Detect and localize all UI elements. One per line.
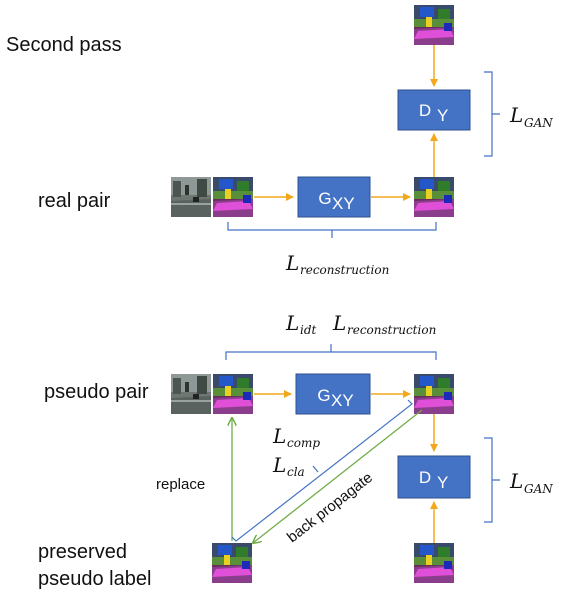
loss-cla: L cla bbox=[272, 453, 305, 479]
arrow-back-propagate bbox=[253, 409, 423, 543]
svg-text:L: L bbox=[272, 453, 286, 477]
pseudo-pair-photo-image bbox=[171, 374, 211, 414]
reconstruction-bracket-top bbox=[227, 222, 437, 238]
second-pass-label: Second pass bbox=[6, 34, 122, 56]
discriminator-box-bottom: D Y bbox=[397, 455, 471, 499]
comp-cla-bracket bbox=[231, 399, 413, 542]
real-pair-output-image bbox=[414, 177, 454, 217]
loss-comp: L comp bbox=[272, 424, 320, 450]
svg-text:L: L bbox=[509, 469, 523, 493]
pseudo-pair-label: pseudo pair bbox=[44, 381, 149, 403]
real-pair-label: real pair bbox=[38, 190, 111, 212]
idt-reconstruction-bracket bbox=[225, 344, 437, 360]
replace-label: replace bbox=[156, 476, 206, 493]
bottom-target-image bbox=[414, 543, 454, 583]
gan-bracket-bottom bbox=[484, 437, 500, 523]
comp-cla-bracket-tick bbox=[312, 465, 319, 473]
dy-bottom-label: D bbox=[419, 468, 431, 487]
svg-text:idt: idt bbox=[300, 323, 317, 337]
pseudo-pair-output-image bbox=[414, 374, 454, 414]
svg-text:L: L bbox=[272, 424, 286, 448]
pseudo-pair-seg-image bbox=[213, 374, 253, 414]
discriminator-box-top: D Y bbox=[397, 89, 471, 131]
svg-text:L: L bbox=[509, 103, 523, 127]
real-pair-photo-image bbox=[171, 177, 211, 217]
gxy-bottom-label: G bbox=[317, 386, 330, 405]
svg-text:GAN: GAN bbox=[524, 482, 553, 496]
loss-reconstruction-bottom: L reconstruction bbox=[332, 311, 436, 337]
gxy-top-sub: XY bbox=[332, 194, 355, 213]
generator-box-top: G XY bbox=[297, 176, 371, 218]
svg-text:reconstruction: reconstruction bbox=[347, 323, 436, 337]
loss-gan-bottom: L GAN bbox=[509, 469, 553, 496]
svg-text:GAN: GAN bbox=[524, 116, 553, 130]
generator-box-bottom: G XY bbox=[295, 373, 371, 415]
preserved-label-line1: preserved bbox=[38, 541, 127, 563]
svg-text:L: L bbox=[332, 311, 346, 335]
dy-bottom-sub: Y bbox=[437, 473, 448, 492]
svg-text:cla: cla bbox=[287, 465, 305, 479]
svg-text:L: L bbox=[285, 251, 299, 275]
gxy-bottom-sub: XY bbox=[331, 391, 354, 410]
svg-text:reconstruction: reconstruction bbox=[300, 263, 389, 277]
gan-bracket-top bbox=[484, 71, 500, 157]
second-pass-target-image bbox=[414, 5, 454, 45]
loss-idt: L idt bbox=[285, 311, 317, 337]
loss-reconstruction-top: L reconstruction bbox=[285, 251, 389, 277]
dy-top-label: D bbox=[419, 101, 431, 120]
preserved-pseudo-label-image bbox=[212, 543, 252, 583]
loss-gan-top: L GAN bbox=[509, 103, 553, 130]
gxy-top-label: G bbox=[318, 189, 331, 208]
preserved-label-line2: pseudo label bbox=[38, 568, 152, 590]
svg-text:comp: comp bbox=[287, 436, 320, 450]
dy-top-sub: Y bbox=[437, 106, 448, 125]
svg-text:L: L bbox=[285, 311, 299, 335]
real-pair-seg-image bbox=[213, 177, 253, 217]
